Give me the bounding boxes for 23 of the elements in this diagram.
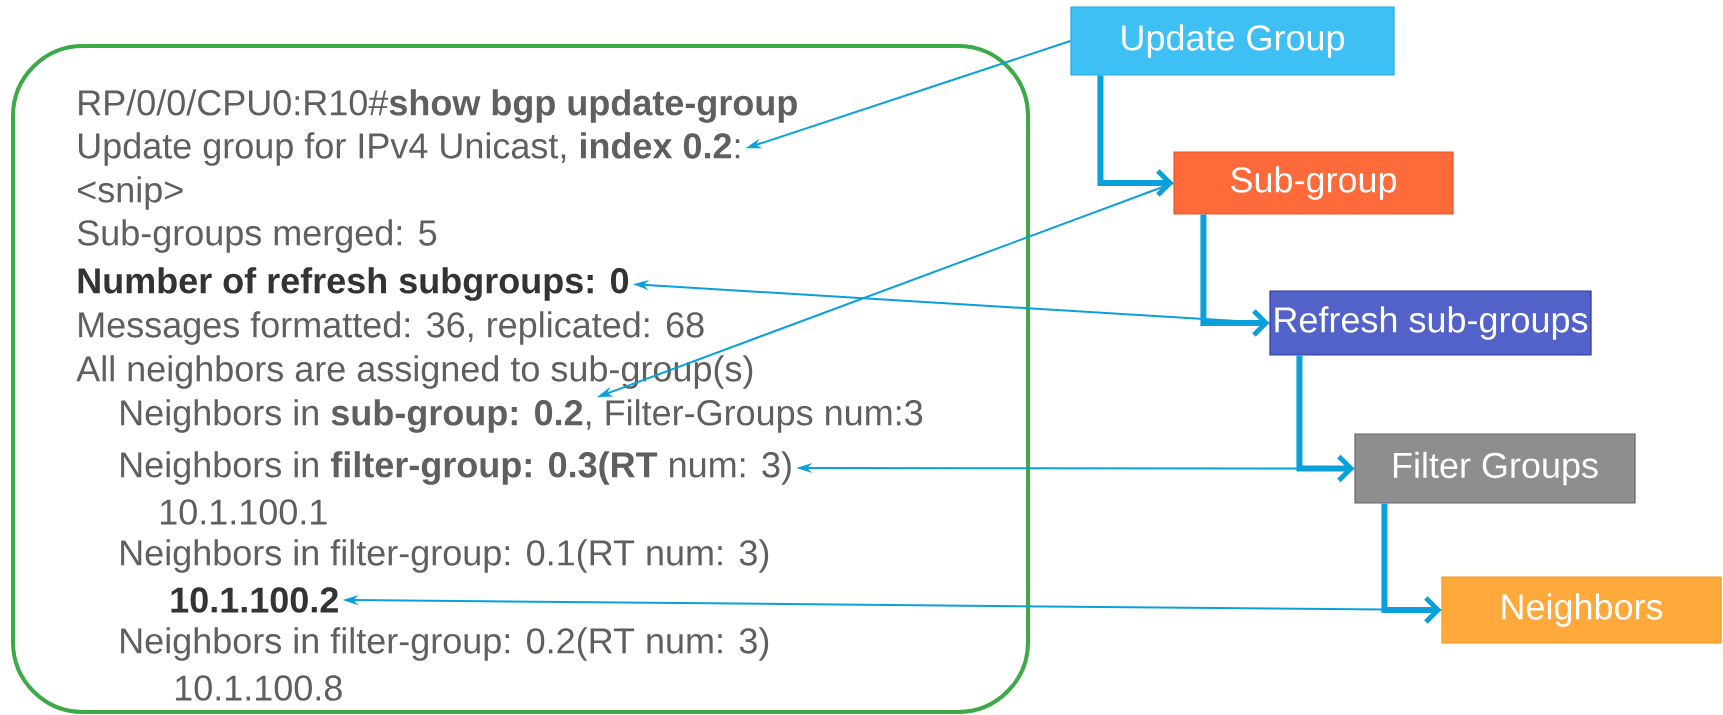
output-line: 10.1.100.2 bbox=[171, 587, 338, 613]
output-line: Neighbors in sub-group: 0.2, Filter-Groups num:3 bbox=[121, 399, 923, 433]
output-line: Neighbors in filter-group: 0.2(RT num: 3) bbox=[121, 627, 769, 661]
label-box: Sub-group bbox=[1173, 151, 1454, 215]
output-line: 10.1.100.1 bbox=[160, 499, 327, 525]
label-box: Update Group bbox=[1070, 6, 1395, 76]
arrow bbox=[1296, 355, 1355, 483]
output-line: 10.1.100.8 bbox=[175, 675, 342, 701]
arrow bbox=[1097, 75, 1174, 197]
label-box: Neighbors bbox=[1441, 576, 1722, 644]
label-box: Refresh sub-groups bbox=[1269, 290, 1592, 356]
label-box: Filter Groups bbox=[1354, 433, 1636, 504]
output-line: Neighbors in filter-group: 0.1(RT num: 3) bbox=[121, 539, 769, 573]
arrow bbox=[1200, 214, 1270, 337]
output-line: Messages formatted: 36, replicated: 68 bbox=[79, 311, 704, 345]
output-line: Neighbors in filter-group: 0.3(RT num: 3) bbox=[121, 451, 791, 485]
output-line: <snip> bbox=[78, 176, 183, 210]
output-line: Update group for IPv4 Unicast, index 0.2: bbox=[79, 132, 740, 166]
output-line: RP/0/0/CPU0:R10#show bgp update-group bbox=[79, 89, 797, 123]
output-line: Sub-groups merged: 5 bbox=[77, 219, 437, 253]
output-line: Number of refresh subgroups: 0 bbox=[78, 267, 629, 301]
rounded-frame bbox=[11, 44, 1030, 714]
arrow bbox=[1381, 503, 1442, 624]
